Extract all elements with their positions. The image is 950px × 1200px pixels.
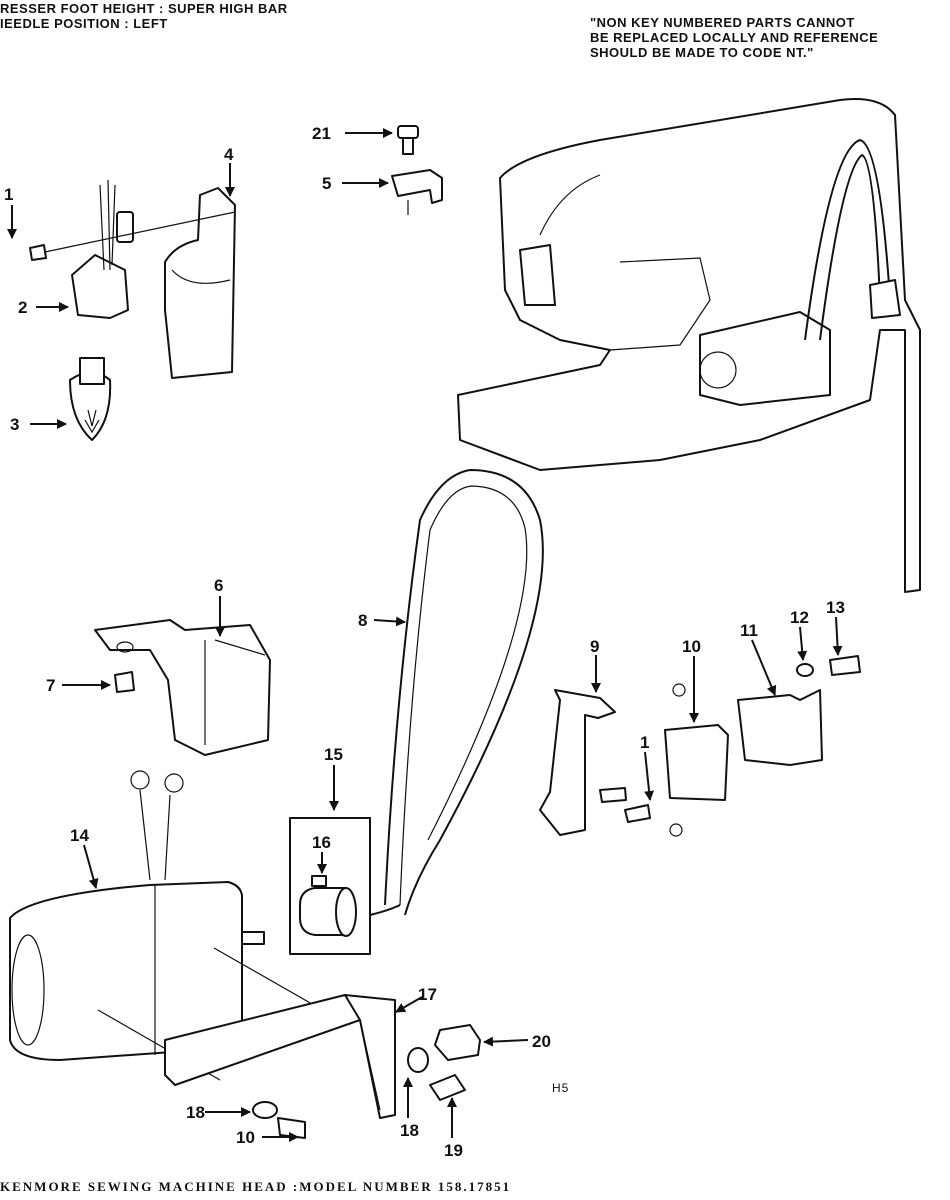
callout-1: 1 xyxy=(4,185,13,204)
callout-8: 8 xyxy=(358,611,367,630)
header-note: "NON KEY NUMBERED PARTS CANNOT BE REPLAC… xyxy=(590,15,879,61)
figure-id: H5 xyxy=(552,1081,570,1095)
callout-1-secondary: 1 xyxy=(640,733,649,752)
callout-18-right: 18 xyxy=(400,1121,419,1140)
callout-11: 11 xyxy=(740,621,758,640)
switch-bracket-illustration xyxy=(539,655,861,837)
callout-16: 16 xyxy=(312,833,331,852)
callout-14: 14 xyxy=(70,826,89,845)
note-line-2: BE REPLACED LOCALLY AND REFERENCE xyxy=(590,29,879,45)
note-line-3: SHOULD BE MADE TO CODE NT." xyxy=(590,44,814,60)
callout-5: 5 xyxy=(322,174,331,193)
callout-labels: 1 2 3 4 5 21 6 7 8 9 10 11 12 13 1 14 15… xyxy=(4,124,845,1160)
pulley-box-illustration xyxy=(289,817,371,955)
callout-12: 12 xyxy=(790,608,809,627)
callout-15: 15 xyxy=(324,745,343,764)
header-needle-position: IEEDLE POSITION : LEFT xyxy=(0,15,168,31)
bracket-6-illustration xyxy=(94,619,271,756)
lamp-assembly-illustration xyxy=(29,179,236,441)
callout-13: 13 xyxy=(826,598,845,617)
drive-belt-illustration xyxy=(369,468,544,916)
header-presser-foot: RESSER FOOT HEIGHT : SUPER HIGH BAR xyxy=(0,1,288,16)
machine-head-illustration xyxy=(457,98,921,593)
callout-7: 7 xyxy=(46,676,55,695)
callout-2: 2 xyxy=(18,298,27,317)
callout-6: 6 xyxy=(214,576,223,595)
callout-18-left: 18 xyxy=(186,1103,205,1122)
callout-17: 17 xyxy=(418,985,437,1004)
callout-19: 19 xyxy=(444,1141,463,1160)
callout-10-bottom: 10 xyxy=(236,1128,255,1147)
motor-illustration xyxy=(9,770,341,1081)
note-line-1: "NON KEY NUMBERED PARTS CANNOT xyxy=(590,15,855,30)
callout-21: 21 xyxy=(312,124,331,143)
callout-3: 3 xyxy=(10,415,19,434)
motor-bracket-illustration xyxy=(164,994,481,1139)
callout-10: 10 xyxy=(682,637,701,656)
callout-4: 4 xyxy=(224,145,234,164)
callout-arrows xyxy=(7,128,843,1142)
callout-9: 9 xyxy=(590,637,599,656)
footer-title: KENMORE SEWING MACHINE HEAD :MODEL NUMBE… xyxy=(0,1179,512,1194)
callout-20: 20 xyxy=(532,1032,551,1051)
header-left: RESSER FOOT HEIGHT : SUPER HIGH BAR IEED… xyxy=(0,1,288,32)
clip-and-screw-illustration xyxy=(391,125,443,215)
